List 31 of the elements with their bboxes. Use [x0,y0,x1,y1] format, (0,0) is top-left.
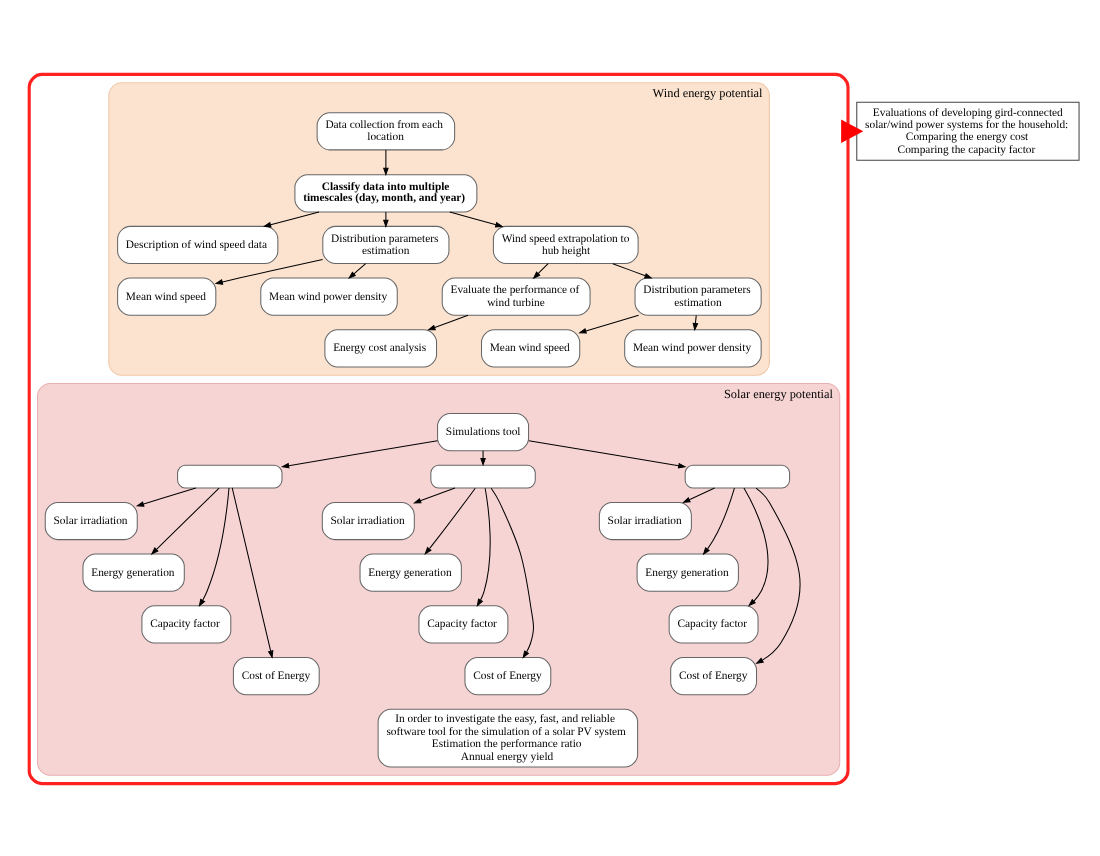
arrow [214,258,324,284]
arrow [528,439,687,468]
arrow [476,486,491,606]
arrow [578,313,640,333]
arrow [198,486,230,607]
arrow [412,486,456,503]
arrow [743,486,769,606]
arrow [383,148,389,176]
arrow [449,210,504,227]
arrow [480,449,486,466]
arrow [135,486,197,506]
node-box [430,463,536,488]
arrow [150,486,220,554]
arrow [427,313,469,330]
arrow [532,262,549,279]
arrow [280,439,438,468]
arrow [490,486,534,658]
node-box [684,463,791,488]
arrow [692,313,699,331]
arrow [755,486,801,663]
arrow [231,486,274,658]
arrow [682,486,716,502]
cluster [27,71,850,785]
arrow [262,210,320,227]
arrow [612,262,653,278]
arrow [424,486,476,554]
arrow [383,210,389,227]
arrow [702,486,735,555]
arrow [841,118,864,142]
node-box [177,463,283,488]
arrow [348,262,367,279]
